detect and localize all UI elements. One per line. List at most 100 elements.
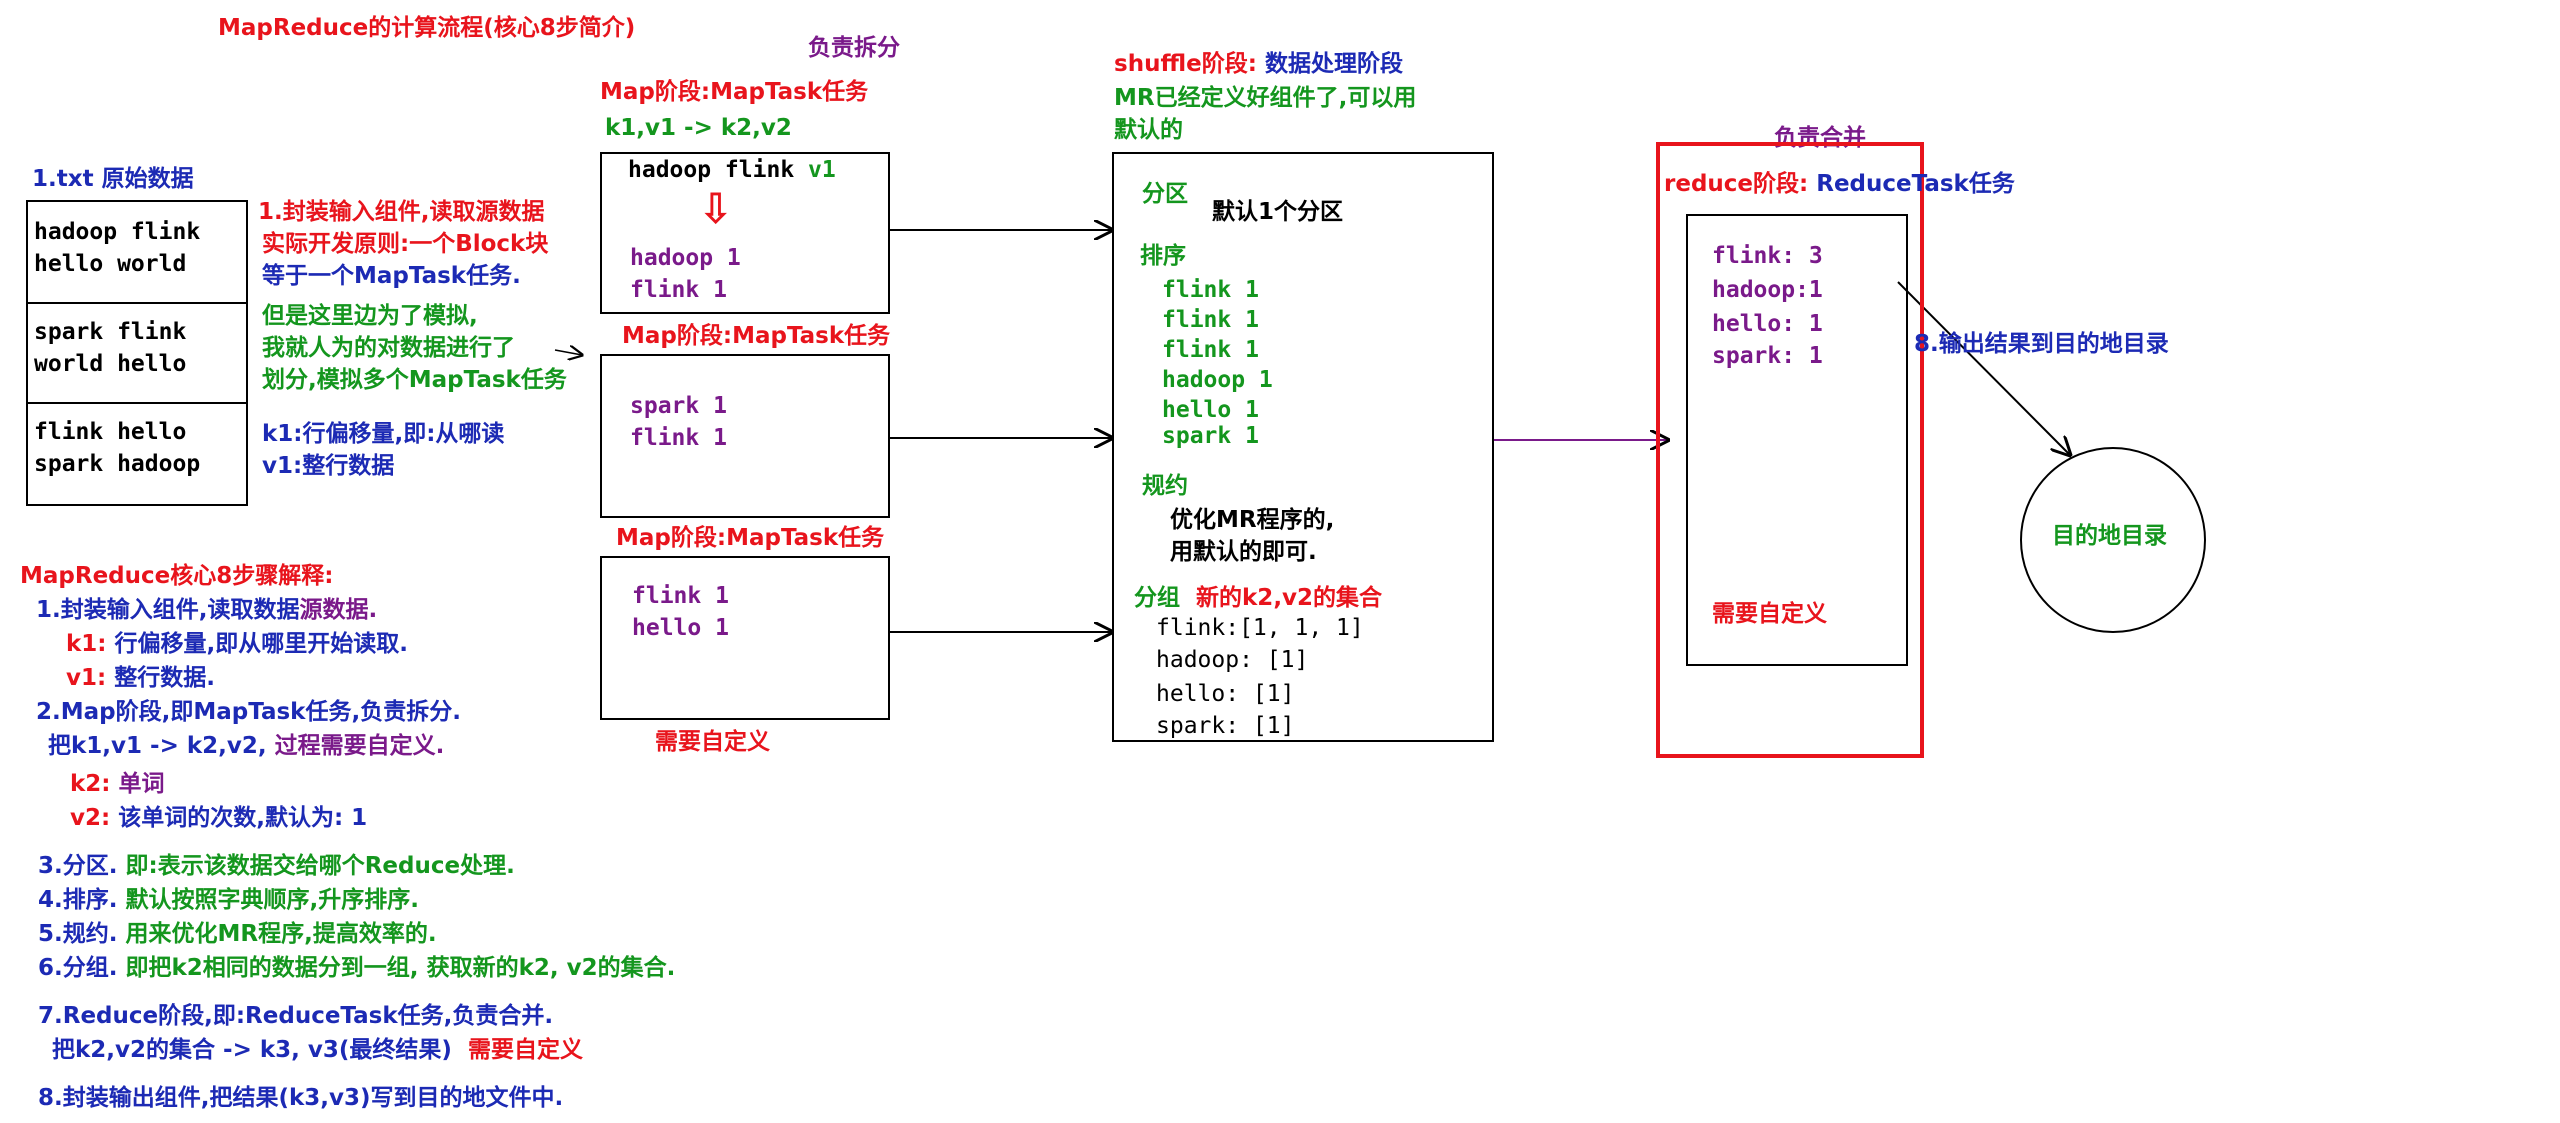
step1-note: 等于一个MapTask任务. [262, 263, 521, 289]
explain-step: 2.Map阶段,即MapTask任务,负责拆分. [36, 699, 461, 725]
shuffle-subtitle: 数据处理阶段 [1264, 51, 1403, 77]
explain-title: MapReduce核心8步骤解释: [20, 563, 334, 589]
input-data-box [26, 200, 248, 506]
explain-kv: 把k1,v1 -> k2,v2, [48, 733, 267, 759]
destination-circle [2020, 447, 2206, 633]
reduce-item: hello: 1 [1712, 311, 1823, 337]
partition-label: 分区 [1142, 181, 1188, 207]
map-task-box-2 [600, 354, 890, 518]
partition-value: 默认1个分区 [1212, 199, 1344, 225]
reduce-item: spark: 1 [1712, 343, 1823, 369]
output-label: 8.输出结果到目的地目录 [1914, 331, 2169, 357]
group-label: 分组 [1134, 585, 1180, 611]
shuffle-note: MR已经定义好组件了,可以用 [1114, 85, 1417, 111]
input-line: world hello [34, 351, 187, 377]
explain-step: 5.规约. [38, 921, 118, 947]
explain-step: 4.排序. [38, 887, 118, 913]
arrow-input-map [554, 350, 582, 355]
explain-step-src: 源数据. [299, 597, 378, 623]
combine-label: 规约 [1142, 473, 1188, 499]
map-task-label: Map阶段:MapTask任务 [622, 323, 891, 349]
page-title: MapReduce的计算流程(核心8步简介) [218, 15, 636, 41]
map-output: flink 1 [630, 277, 727, 303]
explain-step: 7.Reduce阶段,即:ReduceTask任务,负责合并. [38, 1003, 554, 1029]
step1-note: k1:行偏移量,即:从哪读 [262, 421, 505, 447]
explain-step: 1.封装输入组件,读取数据 [36, 597, 300, 623]
group-item: hadoop: [1] [1156, 647, 1309, 673]
map-kv: k1,v1 -> k2,v2 [605, 115, 792, 141]
input-label: 1.txt 原始数据 [32, 166, 194, 192]
explain-kv: 把k2,v2的集合 -> k3, v3(最终结果) [52, 1037, 452, 1063]
group-item: flink:[1, 1, 1] [1156, 615, 1364, 641]
reduce-task-box [1686, 214, 1908, 666]
sort-item: flink 1 [1162, 337, 1259, 363]
map-output: flink 1 [632, 583, 729, 609]
map-task-box-1 [600, 152, 890, 314]
explain-desc: 即:表示该数据交给哪个Reduce处理. [125, 853, 515, 879]
map-custom-note: 需要自定义 [655, 729, 770, 755]
explain-step: 3.分区. [38, 853, 118, 879]
shuffle-box [1112, 152, 1494, 742]
map-input-text: hadoop flink [628, 157, 795, 183]
down-arrow-icon: ⇩ [698, 184, 734, 233]
explain-desc: 获取新的k2, v2的集合. [426, 955, 676, 981]
combine-note: 用默认的即可. [1170, 539, 1317, 565]
destination-label: 目的地目录 [2052, 523, 2167, 549]
step1-note: 划分,模拟多个MapTask任务 [262, 367, 567, 393]
explain-value: 单词 [118, 771, 165, 797]
reduce-subtitle: ReduceTask任务 [1816, 171, 2015, 197]
reduce-title: reduce阶段: [1664, 171, 1809, 197]
reduce-top-label: 负责合并 [1774, 125, 1866, 151]
reduce-outer-box [1656, 142, 1924, 758]
explain-value: 该单词的次数,默认为: 1 [118, 805, 368, 831]
step1-note: 1.封装输入组件,读取源数据 [258, 199, 545, 225]
group-note: 新的k2,v2的集合 [1196, 585, 1383, 611]
arrow-reduce-output [1897, 281, 2070, 455]
explain-key: v2: [70, 805, 111, 831]
sort-item: flink 1 [1162, 277, 1259, 303]
input-divider [26, 302, 248, 304]
input-line: spark flink [34, 319, 187, 345]
explain-desc: 即把k2相同的数据分到一组, [125, 955, 419, 981]
input-line: hello world [34, 251, 187, 277]
explain-value: 整行数据. [114, 665, 215, 691]
step1-note: 但是这里边为了模拟, [262, 303, 478, 329]
reduce-custom-note: 需要自定义 [1712, 601, 1827, 627]
reduce-item: hadoop:1 [1712, 277, 1823, 303]
input-line: spark hadoop [34, 451, 201, 477]
map-top-label: 负责拆分 [808, 35, 900, 61]
sort-item: spark 1 [1162, 423, 1259, 449]
sort-item: hadoop 1 [1162, 367, 1273, 393]
shuffle-note: 默认的 [1114, 117, 1183, 143]
sort-item: hello 1 [1162, 397, 1259, 423]
step1-note: 实际开发原则:一个Block块 [262, 231, 549, 257]
explain-key: k1: [66, 631, 107, 657]
explain-key: v1: [66, 665, 107, 691]
input-divider [26, 402, 248, 404]
step1-note: 我就人为的对数据进行了 [262, 335, 515, 361]
map-output: flink 1 [630, 425, 727, 451]
sort-item: flink 1 [1162, 307, 1259, 333]
explain-value: 行偏移量,即从哪里开始读取. [114, 631, 408, 657]
map-input-v1: v1 [808, 157, 836, 183]
map-task-label: Map阶段:MapTask任务 [616, 525, 885, 551]
sort-label: 排序 [1140, 243, 1186, 269]
map-task-label: Map阶段:MapTask任务 [600, 79, 869, 105]
step1-note: v1:整行数据 [262, 453, 395, 479]
explain-key: k2: [70, 771, 111, 797]
explain-desc: 默认按照字典顺序,升序排序. [125, 887, 419, 913]
group-item: hello: [1] [1156, 681, 1295, 707]
explain-custom: 需要自定义 [467, 1037, 583, 1063]
map-task-box-3 [600, 556, 890, 720]
input-line: flink hello [34, 419, 187, 445]
group-item: spark: [1] [1156, 713, 1295, 739]
map-output: hadoop 1 [630, 245, 741, 271]
map-output: hello 1 [632, 615, 729, 641]
explain-step: 6.分组. [38, 955, 118, 981]
combine-note: 优化MR程序的, [1170, 507, 1335, 533]
input-line: hadoop flink [34, 219, 201, 245]
explain-custom: 过程需要自定义. [274, 733, 445, 759]
explain-desc: 用来优化MR程序,提高效率的. [125, 921, 437, 947]
